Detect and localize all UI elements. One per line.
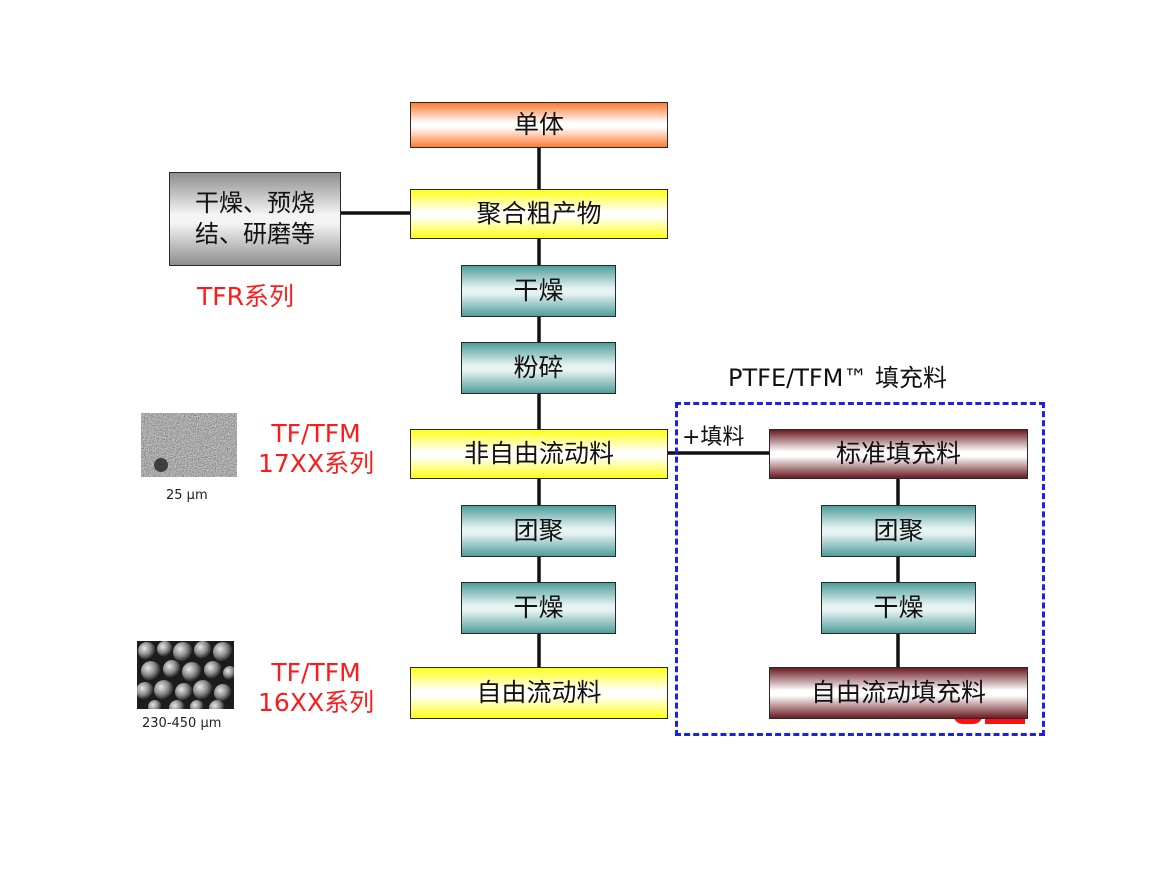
node-agglomerate-1: 团聚 (461, 505, 616, 557)
micrograph-coarse-image (136, 641, 237, 716)
series-label-tfr: TFR系列 (197, 282, 295, 311)
node-free-flow: 自由流动料 (410, 667, 668, 719)
node-crush: 粉碎 (461, 342, 616, 394)
add-filler-label: +填料 (682, 425, 745, 450)
series-label-tf-17xx: TF/TFM 17XX系列 (258, 419, 375, 478)
node-dry-2: 干燥 (461, 582, 616, 634)
micrograph-fine-image (141, 413, 237, 477)
node-agglomerate-2: 团聚 (821, 505, 976, 557)
node-crude-polymer: 聚合粗产物 (410, 189, 668, 239)
node-standard-filled: 标准填充料 (769, 429, 1028, 479)
node-dry-3: 干燥 (821, 582, 976, 634)
node-free-flow-filled: 自由流动填充料 (769, 667, 1028, 719)
node-non-free-flow: 非自由流动料 (410, 429, 668, 479)
series-label-tf-16xx: TF/TFM 16XX系列 (258, 658, 375, 717)
filled-group-border (675, 402, 1045, 736)
filled-group-title: PTFE/TFM™ 填充料 (728, 364, 947, 392)
micrograph-coarse-scale: 230-450 μm (142, 716, 222, 731)
node-dry-sinter-grind: 干燥、预烧 结、研磨等 (169, 172, 341, 266)
node-monomer: 单体 (410, 102, 668, 148)
micrograph-fine-scale: 25 μm (166, 488, 208, 503)
node-dry-1: 干燥 (461, 265, 616, 317)
